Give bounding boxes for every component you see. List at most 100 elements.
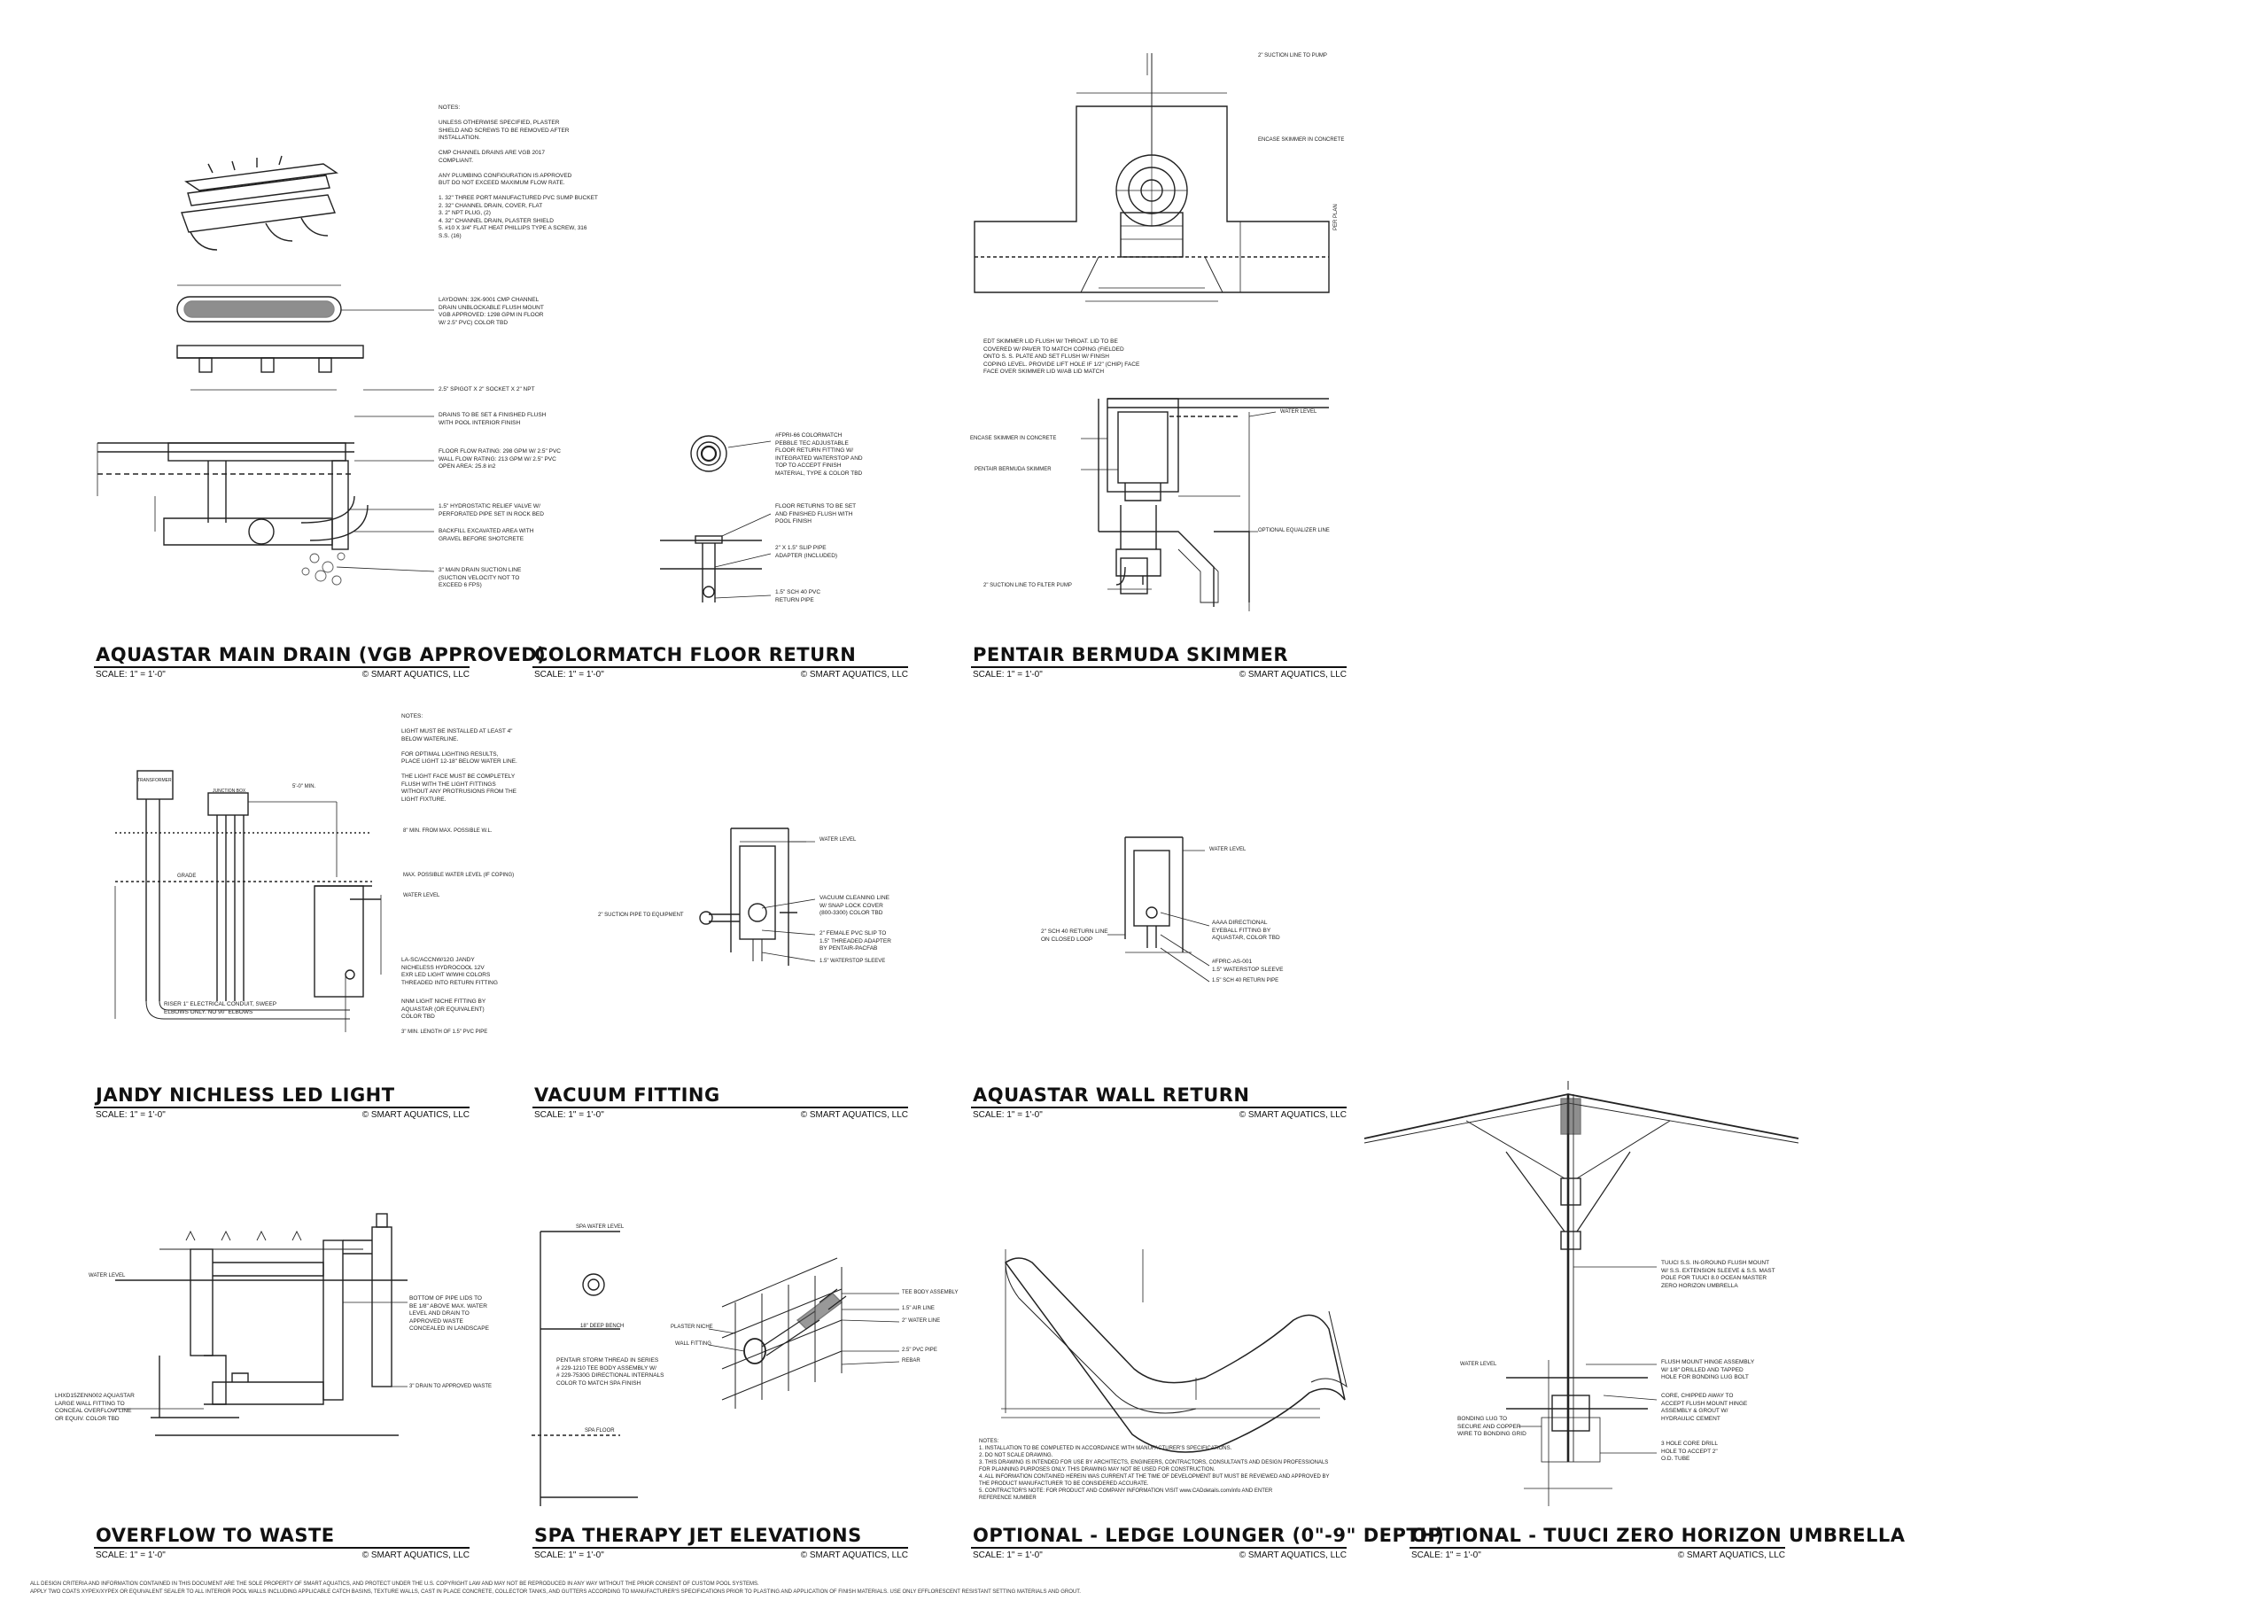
callout-line: PEBBLE TEC ADJUSTABLE — [775, 439, 849, 447]
drain-callout-grate: LAYDOWN: 32K-9001 CMP CHANNEL DRAIN UNBL… — [439, 297, 544, 327]
callout-line: ELBOWS ONLY. NO 90" ELBOWS — [164, 1008, 253, 1015]
note-line: FOR OPTIMAL LIGHTING RESULTS, — [401, 750, 499, 758]
note-line: 3. THIS DRAWING IS INTENDED FOR USE BY A… — [979, 1460, 1329, 1465]
scale-label: SCALE: 1" = 1'-0" — [534, 670, 604, 680]
callout-line: BY PENTAIR-PACFAB — [819, 945, 878, 952]
wall-return-callout-sleeve: #FPRC-AS-001 1.5" WATERSTOP SLEEVE — [1212, 959, 1283, 974]
callout-line: # 229-1210 TEE BODY ASSEMBLY W/ — [556, 1364, 656, 1371]
light-label: MAX. POSSIBLE WATER LEVEL (IF COPING) — [403, 873, 515, 878]
callout-line: 3" MAIN DRAIN SUCTION LINE — [439, 567, 522, 573]
note-line: LIGHT MUST BE INSTALLED AT LEAST 4" — [401, 728, 513, 734]
callout-line: THREADED INTO RETURN FITTING — [401, 979, 498, 986]
drain-callout-flow: FLOOR FLOW RATING: 298 GPM W/ 2.5" PVC W… — [439, 448, 561, 471]
umbrella-label: WATER LEVEL — [1460, 1362, 1497, 1367]
copyright-label: © SMART AQUATICS, LLC — [361, 1550, 470, 1560]
note-line: PLACE LIGHT 12-18" BELOW WATER LINE. — [401, 758, 517, 765]
callout-line: LA-SC/ACCNW/12G JANDY — [401, 957, 475, 963]
callout-line: BE 1/8" ABOVE MAX. WATER — [409, 1302, 487, 1309]
note-line: SHIELD AND SCREWS TO BE REMOVED AFTER — [439, 127, 570, 134]
wall-return-callout-line: 2" SCH 40 RETURN LINE ON CLOSED LOOP — [1041, 929, 1108, 944]
light-label: JUNCTION BOX — [213, 789, 246, 794]
footer-sealer-note: APPLY TWO COATS XYPEX/XYPEX OR EQUIVALEN… — [30, 1589, 1081, 1595]
callout-line: PERFORATED PIPE SET IN ROCK BED — [439, 510, 544, 517]
wall-return-label: 1.5" SCH 40 RETURN PIPE — [1212, 978, 1279, 983]
drain-callout-spigot: 2.5" SPIGOT X 2" SOCKET X 2" NPT — [439, 386, 535, 394]
title-rule — [971, 666, 1347, 668]
note-line: 5. CONTRACTOR'S NOTE: FOR PRODUCT AND CO… — [979, 1488, 1273, 1494]
led-light-drawing — [114, 770, 382, 1032]
callout-line: FLOOR FLOW RATING: 298 GPM W/ 2.5" PVC — [439, 448, 561, 455]
callout-line: WALL FLOW RATING: 213 GPM W/ 2.5" PVC — [439, 455, 556, 462]
overflow-callout-lid: BOTTOM OF PIPE LIDS TO BE 1/8" ABOVE MAX… — [409, 1295, 489, 1333]
wall-return-callout-fitting: AAAA DIRECTIONAL EYEBALL FITTING BY AQUA… — [1212, 920, 1280, 943]
vacuum-callout-line: VACUUM CLEANING LINE W/ SNAP LOCK COVER … — [819, 895, 889, 918]
callout-line: AND FINISHED FLUSH WITH — [775, 510, 853, 517]
note-line: NOTES: — [979, 1439, 999, 1444]
title-rule — [94, 1107, 470, 1108]
title-rule — [532, 1547, 908, 1549]
callout-line: NICHELESS HYDROCOOL 12V — [401, 964, 485, 971]
callout-line: OR EQUIV. COLOR TBD — [55, 1415, 120, 1422]
return-callout-pipe: 1.5" SCH 40 PVC RETURN PIPE — [775, 589, 820, 604]
title-rule — [94, 666, 470, 668]
detail-title: COLORMATCH FLOOR RETURN — [534, 644, 857, 665]
skimmer-label: PER PLAN — [1333, 204, 1339, 230]
callout-line: ZERO HORIZON UMBRELLA — [1661, 1282, 1738, 1289]
callout-line: EXCEED 6 FPS) — [439, 582, 482, 588]
note-line: LIGHT FIXTURE. — [401, 796, 447, 803]
callout-line: TOP TO ACCEPT FINISH — [775, 462, 842, 469]
callout-line: 1.5" HYDROSTATIC RELIEF VALVE W/ — [439, 503, 540, 509]
spa-label: WALL FITTING — [675, 1341, 711, 1347]
skimmer-label: WATER LEVEL — [1280, 409, 1317, 415]
scale-label: SCALE: 1" = 1'-0" — [534, 1110, 604, 1120]
detail-title: OVERFLOW TO WASTE — [96, 1525, 335, 1546]
callout-line: ACCEPT FLUSH MOUNT HINGE — [1661, 1400, 1748, 1407]
light-label: WATER LEVEL — [403, 893, 440, 898]
note-line: COMPLIANT. — [439, 157, 474, 164]
lounger-notes: NOTES: 1. INSTALLATION TO BE COMPLETED I… — [979, 1438, 1330, 1502]
skimmer-label: OPTIONAL EQUALIZER LINE — [1258, 528, 1330, 533]
callout-line: EXR LED LIGHT W/WHI COLORS — [401, 972, 491, 978]
note-line: 3. 2" NPT PLUG, (2) — [439, 210, 491, 216]
skimmer-label: 2" SUCTION LINE TO PUMP — [1258, 53, 1327, 58]
drain-callout-finish: DRAINS TO BE SET & FINISHED FLUSH WITH P… — [439, 412, 546, 427]
callout-line: 2" FEMALE PVC SLIP TO — [819, 930, 887, 936]
callout-line: FLOOR RETURN FITTING W/ — [775, 447, 854, 454]
callout-line: ADAPTER (INCLUDED) — [775, 552, 838, 559]
callout-line: ON CLOSED LOOP — [1041, 936, 1093, 943]
detail-title: OPTIONAL - TUUCI ZERO HORIZON UMBRELLA — [1411, 1525, 1906, 1546]
umbrella-callout-bonding: BONDING LUG TO SECURE AND COPPER WIRE TO… — [1457, 1416, 1526, 1439]
ledge-lounger-drawing — [1001, 1249, 1348, 1453]
callout-line: COPING LEVEL. PROVIDE LIFT HOLE IF 1/2" … — [983, 361, 1140, 368]
note-line: UNLESS OTHERWISE SPECIFIED, PLASTER — [439, 120, 560, 126]
note-line: 4. 32" CHANNEL DRAIN, PLASTER SHIELD — [439, 217, 554, 224]
spa-label: 1.5" AIR LINE — [902, 1306, 935, 1311]
vacuum-label: WATER LEVEL — [819, 837, 857, 843]
callout-line: (800-3300) COLOR TBD — [819, 910, 883, 916]
callout-line: LEVEL AND DRAIN TO — [409, 1310, 470, 1317]
scale-label: SCALE: 1" = 1'-0" — [534, 1550, 604, 1560]
light-label: 8" MIN. FROM MAX. POSSIBLE W.L. — [403, 828, 493, 834]
callout-line: CONCEALED IN LANDSCAPE — [409, 1325, 489, 1332]
wall-return-drawing — [1107, 836, 1210, 983]
drain-callout-suction: 3" MAIN DRAIN SUCTION LINE (SUCTION VELO… — [439, 567, 521, 590]
spa-label: SPA FLOOR — [585, 1428, 615, 1434]
copyright-label: © SMART AQUATICS, LLC — [800, 1110, 908, 1120]
vacuum-label: 1.5" WATERSTOP SLEEVE — [819, 959, 886, 964]
callout-line: # 229-7530G DIRECTIONAL INTERNALS — [556, 1372, 664, 1379]
spa-label: TEE BODY ASSEMBLY — [902, 1290, 959, 1295]
callout-line: DRAINS TO BE SET & FINISHED FLUSH — [439, 412, 547, 418]
callout-line: (SUCTION VELOCITY NOT TO — [439, 574, 520, 581]
callout-line: 2" SCH 40 RETURN LINE — [1041, 929, 1108, 935]
callout-line: EDT SKIMMER LID FLUSH W/ THROAT. LID TO … — [983, 338, 1118, 345]
copyright-label: © SMART AQUATICS, LLC — [361, 1110, 470, 1120]
callout-line: MATERIAL, TYPE & COLOR TBD — [775, 470, 863, 477]
callout-line: FLUSH MOUNT HINGE ASSEMBLY — [1661, 1359, 1755, 1365]
note-line: 1. INSTALLATION TO BE COMPLETED IN ACCOR… — [979, 1446, 1232, 1451]
light-label: GRADE — [177, 874, 197, 879]
callout-line: FACE OVER SKIMMER LID W/AB LID MATCH — [983, 369, 1105, 375]
copyright-label: © SMART AQUATICS, LLC — [1677, 1550, 1785, 1560]
callout-line: CORE, CHIPPED AWAY TO — [1661, 1393, 1734, 1399]
callout-line: O.D. TUBE — [1661, 1456, 1690, 1462]
skimmer-drawing — [974, 53, 1330, 611]
